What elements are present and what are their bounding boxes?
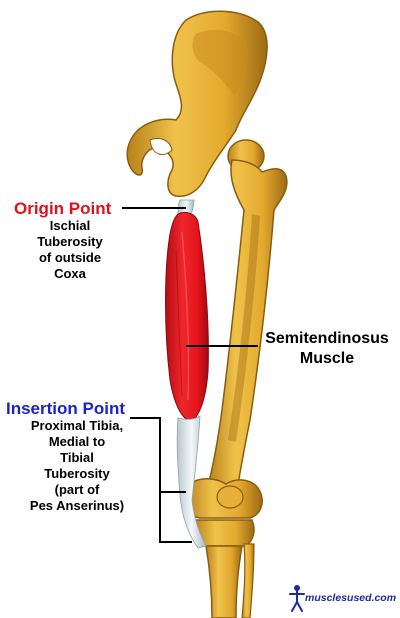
insertion-line: Pes Anserinus) [29, 498, 125, 513]
insertion-line: (part of [54, 482, 100, 497]
insertion-line: Medial to [48, 434, 106, 449]
brand-text: musclesused.com [305, 592, 397, 604]
human-figure-icon [289, 585, 305, 612]
muscle-name-label: Semitendinosus Muscle [252, 329, 400, 369]
insertion-line: Tuberosity [44, 466, 110, 481]
semitendinosus-muscle [165, 199, 209, 549]
insertion-leader-line [130, 417, 192, 543]
leader-lines [122, 207, 258, 543]
tibia-bone [205, 543, 255, 618]
muscle-label-line: Semitendinosus [265, 330, 389, 347]
origin-point-description: Ischial Tuberosity of outside Coxa [20, 218, 120, 282]
origin-point-title: Origin Point [14, 199, 112, 218]
origin-line: Coxa [54, 266, 86, 281]
insertion-line: Proximal Tibia, [30, 418, 124, 433]
origin-line: Ischial [49, 218, 91, 233]
insertion-point-title: Insertion Point [6, 399, 125, 418]
insertion-line: Tibial [60, 450, 94, 465]
pelvis-bone [126, 10, 268, 198]
femur-bone [207, 139, 288, 487]
brand-watermark[interactable]: musclesused.com [289, 584, 399, 614]
muscle-label-line: Muscle [299, 350, 355, 367]
insertion-point-description: Proximal Tibia, Medial to Tibial Tuberos… [12, 418, 142, 514]
origin-line: Tuberosity [37, 234, 103, 249]
origin-line: of outside [38, 250, 102, 265]
